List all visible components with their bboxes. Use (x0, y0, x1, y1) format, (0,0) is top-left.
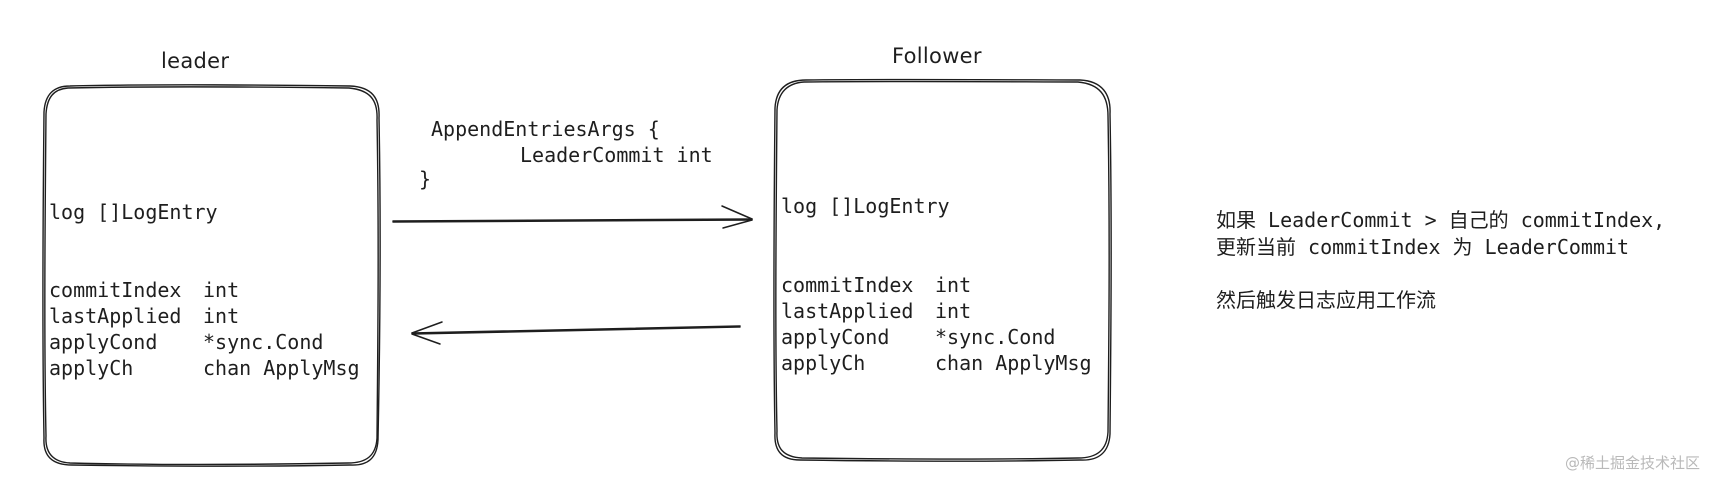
follower-box (773, 78, 1112, 462)
leader-field-name: applyCond (49, 330, 158, 354)
follower-field-type: chan ApplyMsg (935, 351, 1092, 375)
note-line: 更新当前 commitIndex 为 LeaderCommit (1216, 235, 1630, 259)
follower-field-type: int (935, 273, 972, 297)
message-open: AppendEntriesArgs { (431, 117, 660, 141)
leader-field-name: commitIndex (49, 278, 182, 302)
follower-field-name: applyCh (781, 351, 866, 375)
leader-log-field: log []LogEntry (49, 200, 218, 224)
follower-title: Follower (892, 44, 982, 68)
follower-field-name: applyCond (781, 325, 890, 349)
leader-field-name: applyCh (49, 356, 134, 380)
request-arrow (392, 205, 753, 229)
note-line: 然后触发日志应用工作流 (1216, 288, 1436, 312)
follower-field-name: lastApplied (781, 299, 914, 323)
follower-field-type: int (935, 299, 972, 323)
leader-box (42, 84, 381, 467)
follower-log-field: log []LogEntry (781, 194, 950, 218)
follower-field-name: commitIndex (781, 273, 914, 297)
leader-field-name: lastApplied (49, 304, 182, 328)
response-arrow (411, 321, 741, 345)
leader-field-type: *sync.Cond (203, 330, 324, 354)
message-field: LeaderCommit int (520, 143, 713, 167)
leader-title: leader (161, 49, 230, 73)
message-close: } (419, 167, 432, 191)
follower-field-type: *sync.Cond (935, 325, 1056, 349)
note-line: 如果 LeaderCommit > 自己的 commitIndex, (1216, 208, 1666, 232)
watermark: @稀土掘金技术社区 (1565, 454, 1701, 472)
leader-field-type: int (203, 304, 240, 328)
leader-field-type: chan ApplyMsg (203, 356, 360, 380)
leader-field-type: int (203, 278, 240, 302)
